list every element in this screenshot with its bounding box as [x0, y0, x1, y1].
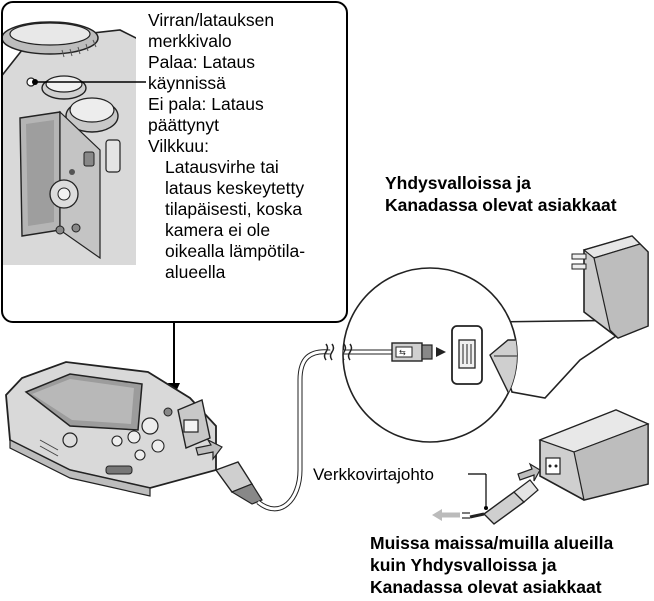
- power-cord-label: Verkkovirtajohto: [313, 465, 434, 484]
- lamp-on-line2: käynnissä: [148, 73, 226, 93]
- lamp-off-line2: päättynyt: [148, 115, 220, 135]
- other-customers-line1: Muissa maissa/muilla alueilla: [370, 533, 614, 553]
- us-customers-line2: Kanadassa olevat asiakkaat: [385, 195, 617, 215]
- lamp-blink-line4: kamera ei ole: [165, 220, 271, 240]
- lamp-title-line2: merkkivalo: [148, 31, 232, 51]
- svg-text:⇆: ⇆: [399, 348, 406, 357]
- lamp-on-line1: Palaa: Lataus: [148, 52, 256, 72]
- lamp-blink-line1: Latausvirhe tai: [165, 157, 279, 177]
- lamp-blink-line5: oikealla lämpötila-: [165, 241, 306, 261]
- other-customers-line3: Kanadassa olevat asiakkaat: [370, 577, 602, 597]
- camera-image: [5, 361, 217, 497]
- lamp-title-line1: Virran/latauksen: [148, 10, 275, 30]
- magnified-plug: ⇆: [343, 325, 517, 401]
- us-ac-adaptor: [571, 235, 649, 339]
- cord-insert-arrow: [517, 462, 541, 482]
- other-ac-adaptor: [538, 409, 650, 501]
- lamp-off-line1: Ei pala: Lataus: [148, 94, 264, 114]
- usb-cable: [256, 349, 331, 512]
- cable-break-marks: [323, 343, 335, 361]
- micro-usb-plug: [214, 461, 263, 505]
- lamp-blink-line3: tilapäisesti, koska: [165, 199, 303, 219]
- camera-closeup-image: [3, 3, 136, 265]
- lamp-blink-line6: alueella: [165, 262, 226, 282]
- lamp-indicator-dot: [32, 79, 38, 85]
- us-customers-line1: Yhdysvalloissa ja: [385, 173, 531, 193]
- power-cord-plug: [462, 479, 539, 525]
- insert-arrow: [195, 438, 223, 461]
- outlet-arrow: [432, 509, 460, 521]
- lamp-blink-line2: lataus keskeytetty: [165, 178, 305, 198]
- other-customers-line2: kuin Yhdysvalloissa ja: [370, 555, 557, 575]
- lamp-blink-label: Vilkkuu:: [148, 136, 209, 156]
